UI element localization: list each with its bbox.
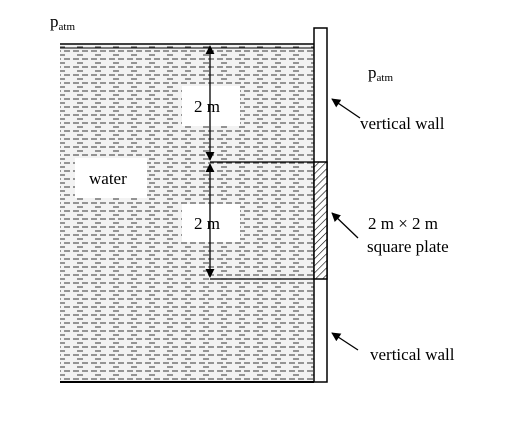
- square-plate: [313, 161, 328, 280]
- plate-name-label: square plate: [367, 237, 449, 256]
- vertical-wall-upper-label: vertical wall: [360, 114, 445, 133]
- patm-top-label: patm: [50, 12, 75, 33]
- depth-upper-label: 2 m: [194, 97, 220, 116]
- pointer-vertical-wall-lower: [331, 332, 359, 351]
- depth-lower-label: 2 m: [194, 214, 220, 233]
- water-label: water: [89, 169, 127, 188]
- pointer-vertical-wall-upper: [331, 98, 361, 119]
- vertical-wall-lower-label: vertical wall: [370, 345, 455, 364]
- plate-size-label: 2 m × 2 m: [368, 214, 438, 233]
- water-label-box: [75, 158, 147, 198]
- patm-right-label: patm: [368, 63, 393, 84]
- pointer-square-plate: [331, 212, 359, 239]
